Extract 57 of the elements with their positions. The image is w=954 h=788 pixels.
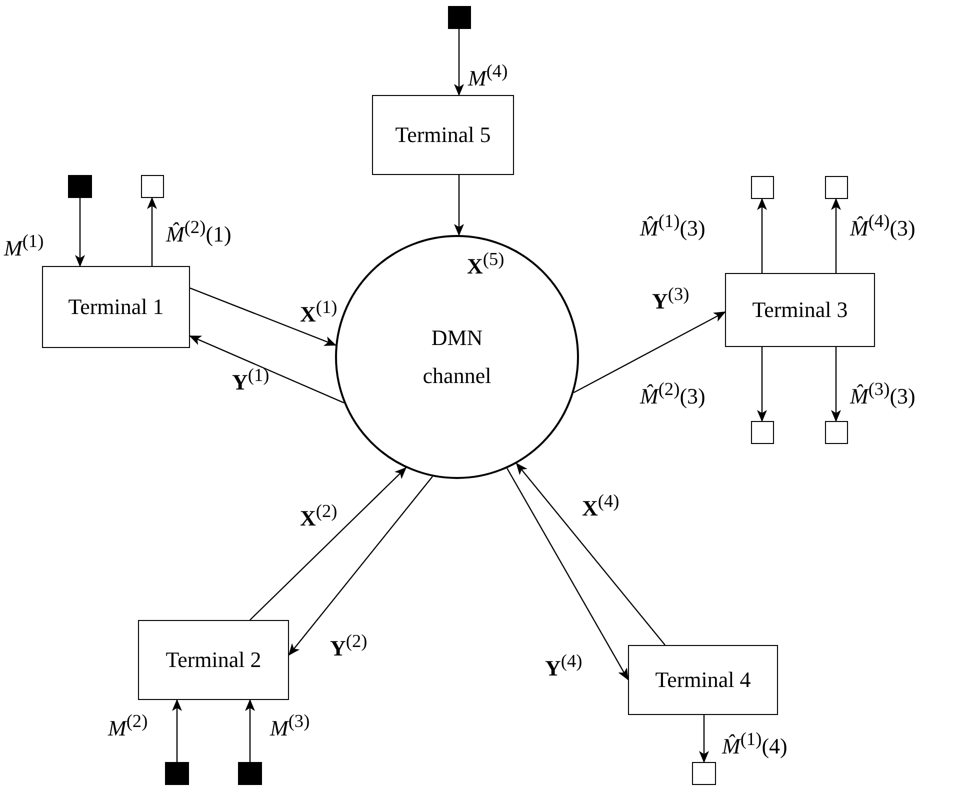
edge-label: Y$^{(3)}$ (652, 285, 690, 312)
source-square (238, 762, 262, 785)
terminal-box (628, 645, 778, 715)
sink-square (825, 421, 848, 444)
sink-square (141, 175, 164, 198)
edge-label: X$^{(1)}$ (300, 298, 338, 326)
arrow (757, 347, 767, 422)
edge-label: M$^{(3)}$ (270, 712, 310, 740)
node-label: Terminal 5 (395, 122, 491, 148)
edge-label: M$^{(2)}$ (108, 712, 148, 740)
edge-label: M̂$^{(3)}$(3) (850, 380, 916, 408)
arrow (245, 699, 255, 762)
edge-label: M̂$^{(2)}$(3) (640, 380, 706, 408)
edge-label: M̂$^{(1)}$(3) (640, 212, 706, 240)
arrow (831, 198, 841, 273)
edge-label: M$^{(4)}$ (468, 62, 508, 90)
terminal-box (372, 95, 514, 175)
node-label: Terminal 4 (655, 667, 751, 693)
arrow (699, 715, 709, 763)
arrow (147, 197, 157, 266)
source-square (165, 762, 189, 785)
source-square (448, 6, 471, 29)
edge-label: M̂$^{(4)}$(3) (850, 212, 916, 240)
arrow (454, 175, 464, 236)
sink-square (751, 421, 774, 444)
sink-square (751, 176, 774, 199)
node-label: Terminal 3 (752, 297, 848, 323)
node-label: Terminal 2 (166, 647, 262, 673)
arrow (831, 347, 841, 422)
arrow (288, 476, 433, 656)
arrow (516, 462, 666, 646)
terminal-box (138, 620, 289, 700)
sink-square (825, 176, 848, 199)
arrow (190, 287, 336, 346)
edge-label: M̂$^{(2)}$(1) (166, 218, 232, 246)
arrow (172, 699, 182, 762)
edge-label: Y$^{(2)}$ (330, 632, 368, 660)
arrow (75, 198, 85, 267)
terminal-box (42, 266, 190, 348)
arrow (506, 468, 629, 680)
sink-square (692, 762, 716, 785)
arrow (573, 311, 726, 394)
arrow (189, 335, 344, 404)
edge-label: Y$^{(4)}$ (545, 652, 582, 680)
edge-label: X$^{(2)}$ (300, 502, 338, 530)
edge-label: M̂$^{(1)}$(4) (722, 730, 788, 758)
source-square (68, 175, 92, 198)
edge-label: X$^{(4)}$ (582, 492, 620, 520)
edge-label: M$^{(1)}$ (4, 232, 44, 260)
terminal-box (725, 273, 875, 347)
arrow (250, 467, 407, 620)
edge-label: X$^{(5)}$ (467, 250, 504, 278)
arrow (757, 198, 767, 273)
edge-label: Y$^{(1)}$ (232, 366, 270, 394)
node-label: DMN channel (422, 324, 492, 390)
arrow (454, 29, 464, 96)
node-label: Terminal 1 (68, 294, 164, 320)
